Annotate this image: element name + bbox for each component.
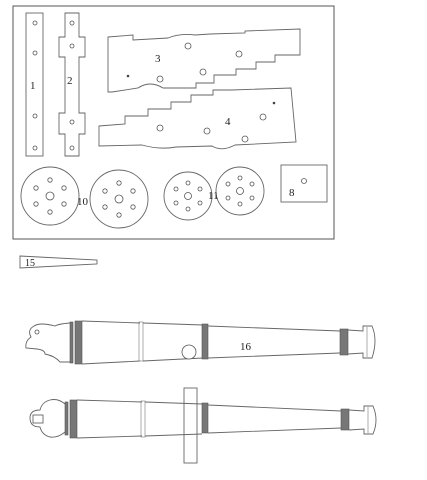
part-16-label: 16 [240, 341, 252, 353]
part-2-label: 2 [67, 75, 73, 87]
part-8-label: 8 [289, 187, 295, 199]
cannon-barrel-lower [29, 387, 377, 464]
parts-sheet-frame [12, 5, 335, 240]
part-15-wedge: 15 [19, 255, 98, 269]
part-15-label: 15 [25, 258, 35, 269]
part-1: 1 [25, 12, 44, 157]
part-8: 8 [280, 164, 328, 203]
part-11-label: 11 [208, 190, 219, 202]
part-11-wheels: 11 [163, 166, 265, 221]
part-3-label: 3 [155, 53, 161, 65]
part-1-label: 1 [30, 80, 36, 92]
part-10-wheels: 10 [20, 166, 149, 229]
part-2: 2 [58, 12, 86, 157]
part-4-label: 4 [225, 116, 231, 128]
part-3: 3 [107, 28, 301, 93]
part-4: 4 [98, 87, 297, 150]
part-10-label: 10 [77, 196, 89, 208]
cannon-barrel-upper: 16 [25, 320, 376, 365]
